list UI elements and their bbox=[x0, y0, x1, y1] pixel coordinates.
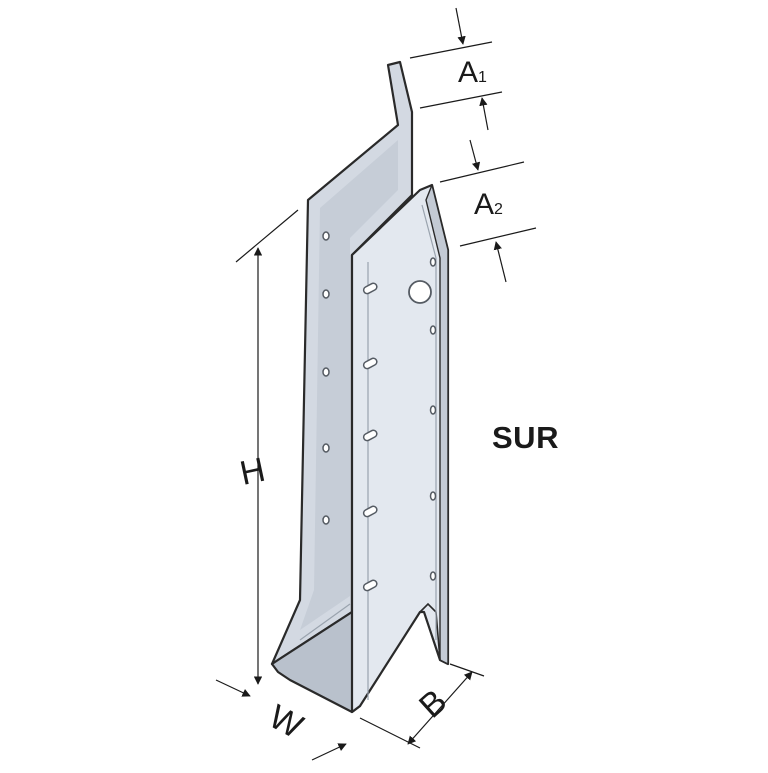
large-hole bbox=[408, 280, 432, 304]
front-flange-slots bbox=[362, 282, 378, 592]
dim-a1-label: A1 bbox=[458, 56, 487, 89]
slot-hole bbox=[362, 357, 378, 370]
dimension-lines bbox=[215, 7, 537, 761]
nail-hole bbox=[322, 443, 330, 453]
nail-hole bbox=[429, 257, 437, 267]
nail-hole bbox=[429, 325, 437, 335]
nail-hole bbox=[429, 405, 437, 415]
nail-hole bbox=[322, 515, 330, 525]
dim-b-label: B bbox=[412, 682, 454, 725]
slot-hole bbox=[362, 505, 378, 518]
flange-notch bbox=[419, 602, 441, 661]
dim-a2-label: A2 bbox=[474, 188, 503, 221]
nail-hole bbox=[429, 491, 437, 501]
slot-hole bbox=[362, 429, 378, 442]
slot-hole bbox=[362, 579, 378, 592]
nail-hole bbox=[322, 367, 330, 377]
dim-h-label: H bbox=[237, 451, 269, 493]
model-label: SUR bbox=[492, 420, 559, 455]
slot-hole bbox=[362, 282, 378, 295]
dim-w-label: W bbox=[263, 698, 309, 747]
nail-hole bbox=[322, 231, 330, 241]
back-flange-holes bbox=[322, 231, 330, 525]
nail-hole bbox=[322, 289, 330, 299]
edge-holes bbox=[429, 257, 437, 581]
nail-hole bbox=[429, 571, 437, 581]
back-flange-face bbox=[300, 140, 398, 630]
